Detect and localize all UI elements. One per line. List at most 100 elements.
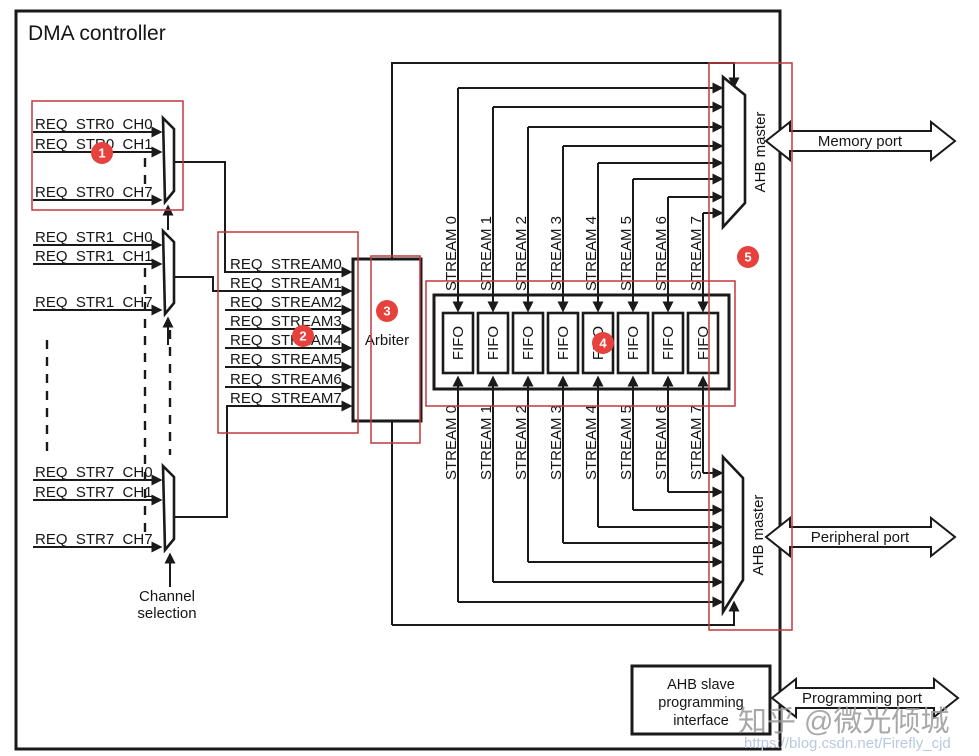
stream-top-label-6: STREAM 6 [653,216,670,291]
badge-1-circle [91,142,113,164]
req-stream-rows: REQ_STREAM0 REQ_STREAM1 REQ_STREAM2 REQ_… [174,161,353,518]
fifo-label-0: FIFO [450,326,467,360]
badge-5-number: 5 [744,250,751,265]
fifo-box-1 [476,311,510,375]
channel-mux-1 [161,227,176,318]
stream-bottom-label-7: STREAM 7 [688,405,705,480]
stream-top-label-2: STREAM 2 [513,216,530,291]
badge-3-number: 3 [383,304,390,319]
badge-2-circle [292,325,314,347]
arbiter-label: Arbiter [365,332,409,349]
diagram-title: DMA controller [28,22,166,45]
request-lines-group7: REQ_STR7_CH0 REQ_STR7_CH1 REQ_STR7_CH7 C… [33,464,197,622]
arbiter-box [351,257,423,423]
badge-4-number: 4 [599,336,607,351]
fifo-label-6: FIFO [660,326,677,360]
annotation-box-3 [370,255,421,444]
stream-top-label-4: STREAM 4 [583,216,600,291]
req-str7-ch7-label: REQ_STR7_CH7 [35,531,153,548]
programming-port: Programming port [770,676,960,720]
annotation-box-2 [217,231,359,434]
stream-bottom-label-1: STREAM 1 [478,405,495,480]
req-stream2-label: REQ_STREAM2 [230,294,342,311]
peripheral-port-label: Peripheral port [811,529,910,546]
fifo-box-2 [511,311,545,375]
ahb-slave-interface: AHB slave programming interface [630,664,772,736]
req-str1-ch7-label: REQ_STR1_CH7 [35,294,153,311]
stream-bottom-label-2: STREAM 2 [513,405,530,480]
req-stream5-label: REQ_STREAM5 [230,351,342,368]
peripheral-port-arrow [764,515,957,559]
req-stream0-label: REQ_STREAM0 [230,256,342,273]
stream-lines-top [452,82,724,313]
req-stream6-label: REQ_STREAM6 [230,371,342,388]
stream-bottom-label-0: STREAM 0 [443,405,460,480]
watermark: 知乎 @微光倾城 https://blog.csdn.net/Firefly_c… [738,705,951,752]
req-stream4-label: REQ_STREAM4 [230,332,342,349]
stream-labels-bottom: STREAM 0 STREAM 1 STREAM 2 STREAM 3 STRE… [443,405,705,480]
badge-5-circle [737,246,759,268]
stream-lines-bottom [452,375,724,608]
programming-port-arrow [770,676,960,720]
watermark-url: https://blog.csdn.net/Firefly_cjd [744,735,951,752]
stream-bottom-label-5: STREAM 5 [618,405,635,480]
annotation-boxes [31,62,793,631]
fifo-box-6 [651,311,685,375]
request-lines-group1: REQ_STR1_CH0 REQ_STR1_CH1 REQ_STR1_CH7 [33,229,174,345]
channel-mux-7 [161,462,176,554]
ahb-master-top-label: AHB master [752,112,769,193]
watermark-text: 知乎 @微光倾城 [738,705,950,738]
programming-port-label: Programming port [802,690,923,707]
req-stream3-label: REQ_STREAM3 [230,313,342,330]
ahb-slave-label-line1: AHB slave [667,677,735,693]
req-str0-ch0-label: REQ_STR0_CH0 [35,116,153,133]
req-str0-ch7-label: REQ_STR0_CH7 [35,184,153,201]
channel-mux-0 [161,114,176,206]
fifo-box-7 [686,311,720,375]
memory-port: Memory port [764,119,957,163]
annotation-badges: 1 2 3 4 5 [91,142,759,354]
fifo-label-2: FIFO [520,326,537,360]
fifo-label-3: FIFO [555,326,572,360]
req-str1-ch0-label: REQ_STR1_CH0 [35,229,153,246]
stream-labels-top: STREAM 0 STREAM 1 STREAM 2 STREAM 3 STRE… [443,216,705,291]
badge-1-number: 1 [98,146,105,161]
ahb-slave-box [630,664,772,736]
ahb-slave-label-line3: interface [673,713,729,729]
memory-port-label: Memory port [818,133,903,150]
badge-4-circle [592,332,614,354]
annotation-box-4 [425,280,736,407]
channel-mux-group [161,114,176,554]
memory-port-arrow [764,119,957,163]
ahb-slave-label-line2: programming [658,695,743,711]
req-stream7-label: REQ_STREAM7 [230,390,342,407]
stream-top-label-3: STREAM 3 [548,216,565,291]
req-str7-ch1-label: REQ_STR7_CH1 [35,484,153,501]
ahb-master-top-mux [721,74,747,231]
stream-bottom-label-4: STREAM 4 [583,405,600,480]
annotation-box-1 [31,100,184,211]
req-str0-ch1-label: REQ_STR0_CH1 [35,136,153,153]
badge-3-circle [376,300,398,322]
omitted-groups-dashed-lines [45,268,172,535]
fifo-box-0 [441,311,475,375]
stream-top-label-0: STREAM 0 [443,216,460,291]
channel-selection-label-line2: selection [137,605,196,622]
req-stream1-label: REQ_STREAM1 [230,275,342,292]
fifo-box-5 [616,311,650,375]
stream-top-label-1: STREAM 1 [478,216,495,291]
fifo-label-5: FIFO [625,326,642,360]
stream-top-label-7: STREAM 7 [688,216,705,291]
ahb-master-bottom-label: AHB master [750,495,767,576]
stream-bottom-label-6: STREAM 6 [653,405,670,480]
fifo-label-7: FIFO [695,326,712,360]
badge-2-number: 2 [299,329,306,344]
fifo-row: FIFO FIFO FIFO FIFO FIFO FIFO FIFO FIFO [441,311,720,375]
peripheral-port: Peripheral port [764,515,957,559]
req-str1-ch1-label: REQ_STR1_CH1 [35,248,153,265]
channel-selection-label-line1: Channel [139,588,195,605]
req-str7-ch0-label: REQ_STR7_CH0 [35,464,153,481]
fifo-box-3 [546,311,580,375]
